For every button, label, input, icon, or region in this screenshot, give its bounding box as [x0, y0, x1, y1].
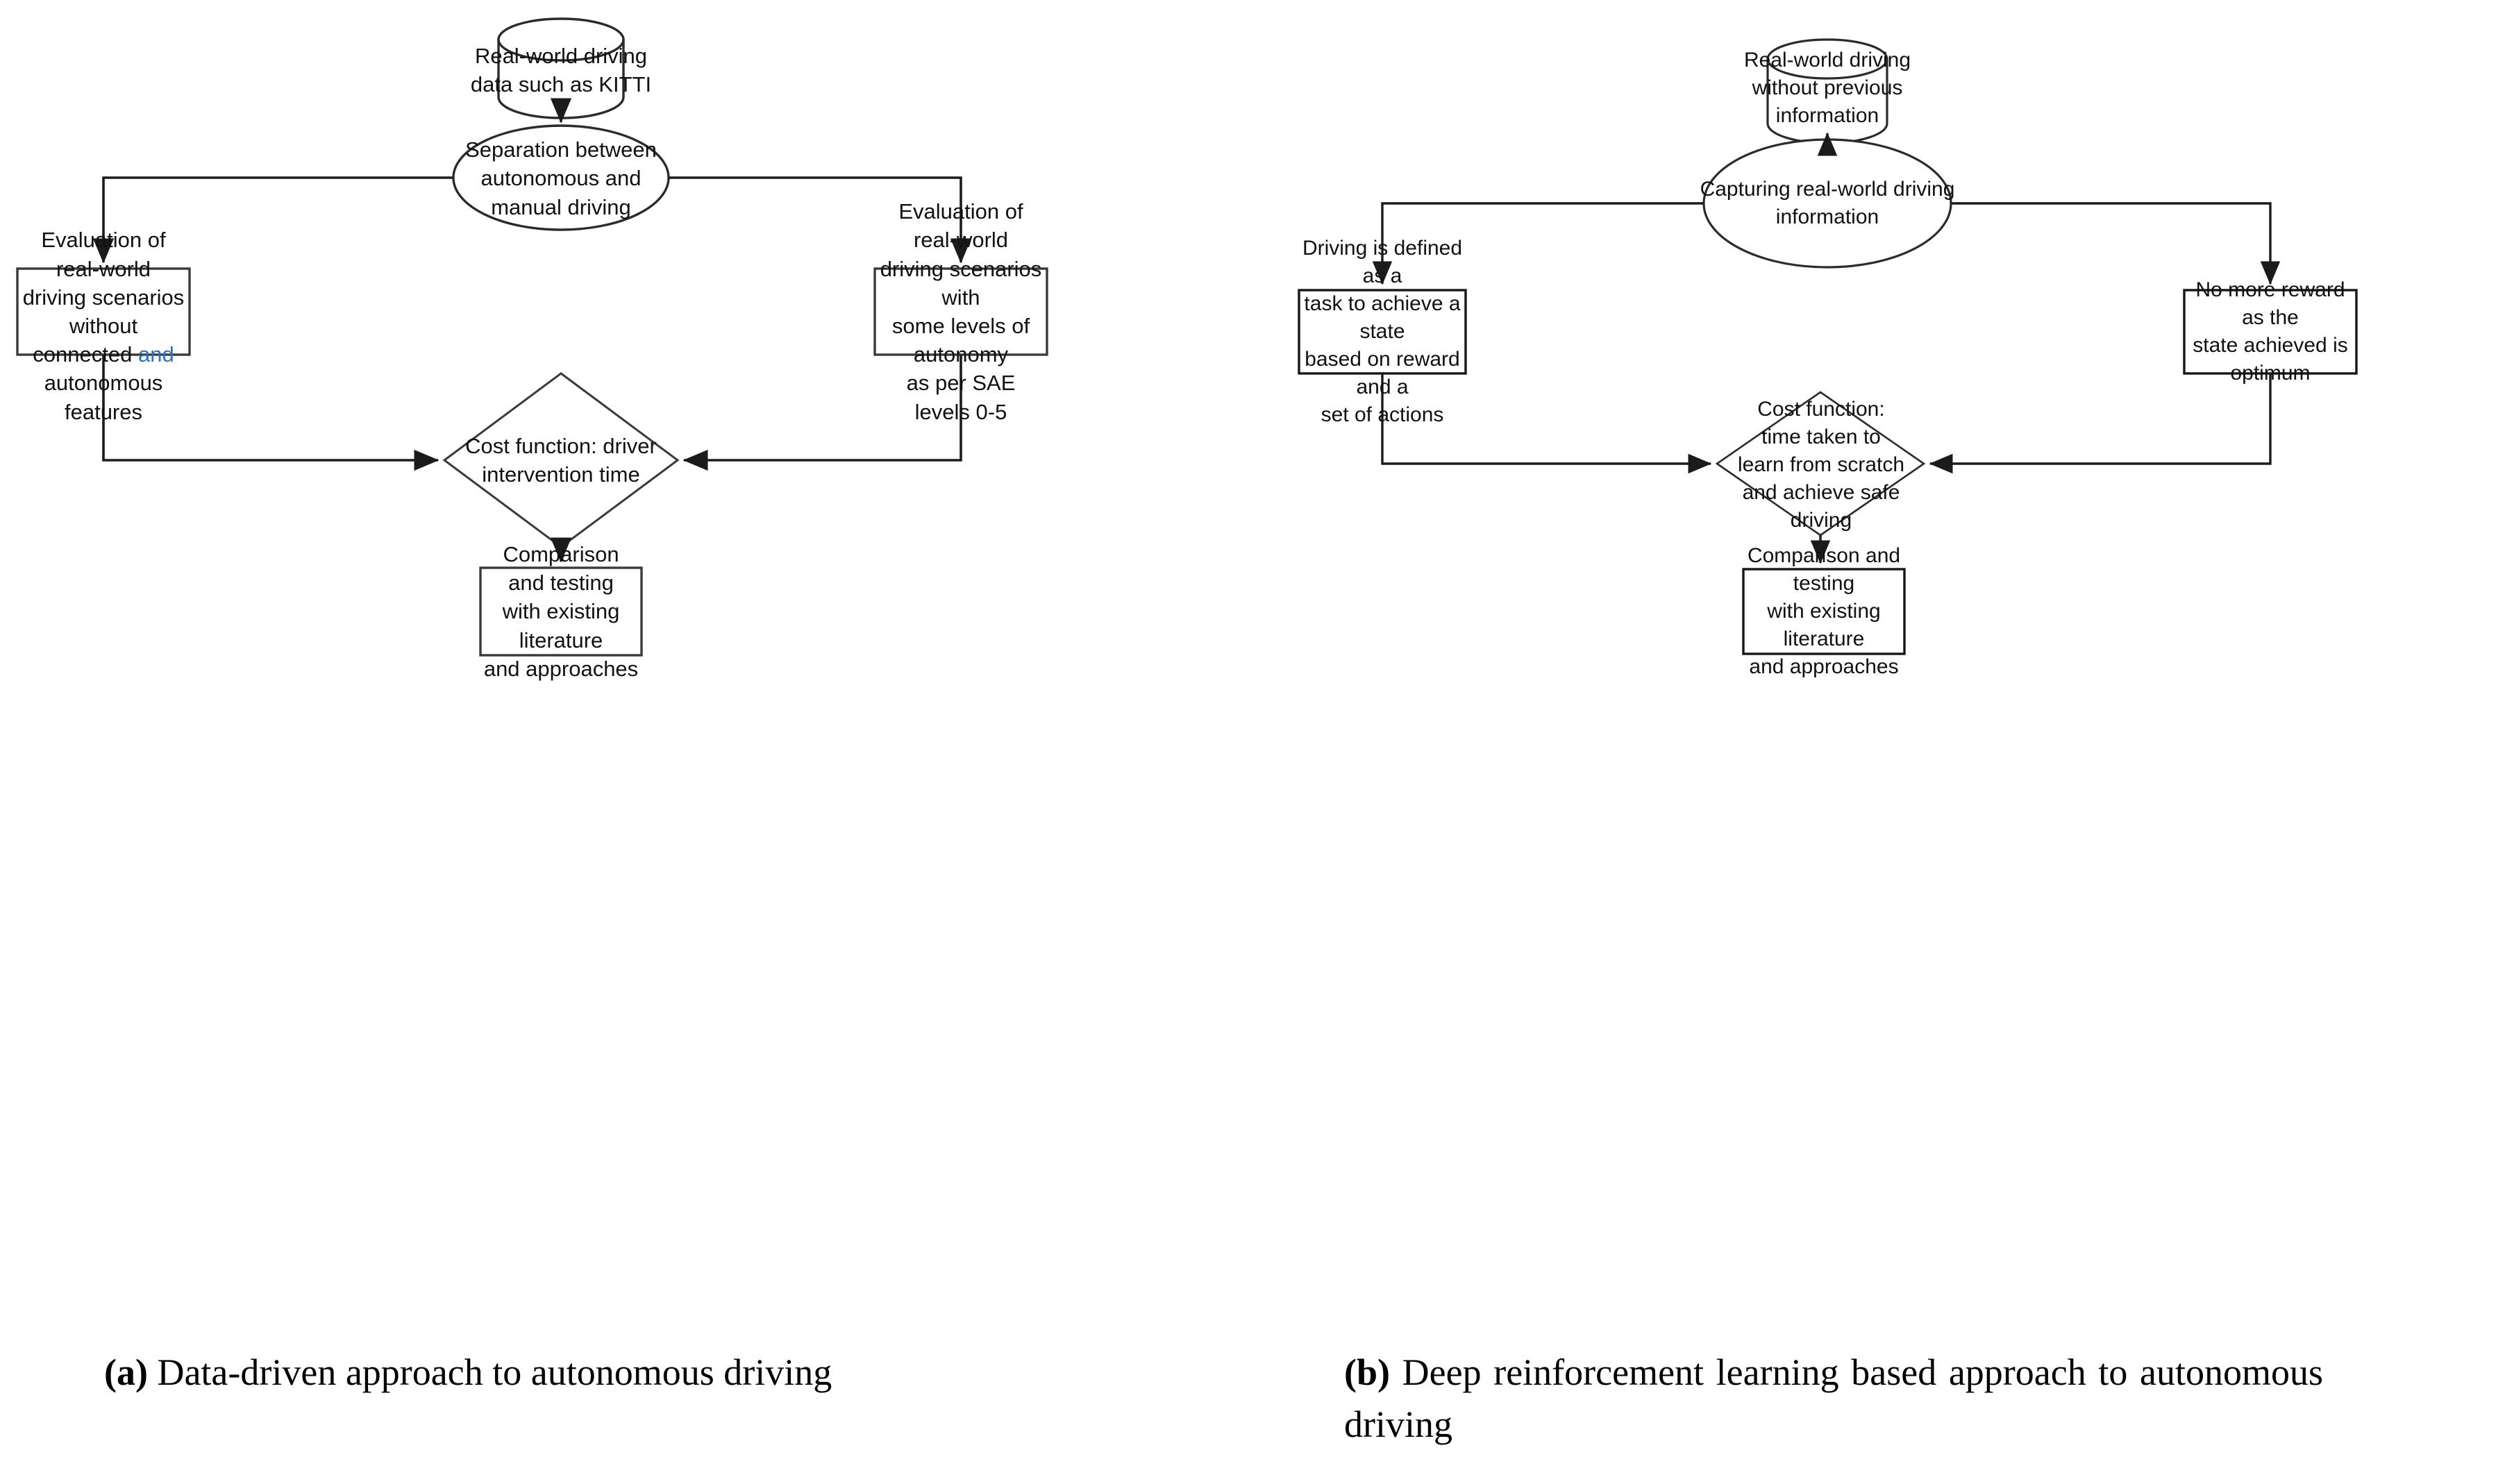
- caption-a-text: Data-driven approach to autonomous drivi…: [157, 1351, 832, 1393]
- caption-a-marker: (a): [104, 1351, 148, 1393]
- node-a-source-shape: [497, 17, 625, 119]
- caption-b: (b) Deep reinforcement learning based ap…: [1344, 1347, 2323, 1450]
- caption-b-text: Deep reinforcement learning based approa…: [1344, 1351, 2323, 1445]
- edge-a-right-diamond: [682, 355, 962, 471]
- node-b-right-shape: [2183, 289, 2358, 375]
- node-b-left-shape: [1298, 289, 1467, 375]
- panel-a-graphics: [16, 17, 1048, 657]
- node-b-bottom-shape: [1742, 568, 1906, 655]
- node-a-right-shape: [873, 267, 1048, 356]
- node-b-diamond-shape: [1715, 391, 1926, 537]
- edge-a-left-diamond: [102, 355, 439, 471]
- edge-b-right-diamond: [1929, 373, 2272, 474]
- panel-b-graphics: [1298, 38, 2358, 655]
- edge-b-process-right: [1951, 202, 2281, 285]
- panel-a: Real-world driving data such as KITTI Se…: [16, 17, 1104, 1399]
- edge-b-left-diamond: [1381, 373, 1712, 474]
- caption-a: (a) Data-driven approach to autonomous d…: [104, 1347, 1104, 1399]
- edge-a-process-right: [669, 176, 972, 264]
- node-a-process-shape: [452, 124, 670, 231]
- node-a-left-shape: [16, 267, 191, 356]
- edge-a-process-left: [92, 176, 453, 264]
- node-b-process-shape: [1702, 138, 1952, 269]
- caption-b-marker: (b): [1344, 1351, 1390, 1393]
- edge-b-process-left: [1372, 202, 1704, 285]
- node-a-diamond-shape: [442, 372, 680, 548]
- panel-b: Real-world driving without previous info…: [1257, 0, 2514, 1484]
- node-a-bottom-shape: [479, 566, 643, 657]
- node-b-source-shape: [1766, 38, 1888, 144]
